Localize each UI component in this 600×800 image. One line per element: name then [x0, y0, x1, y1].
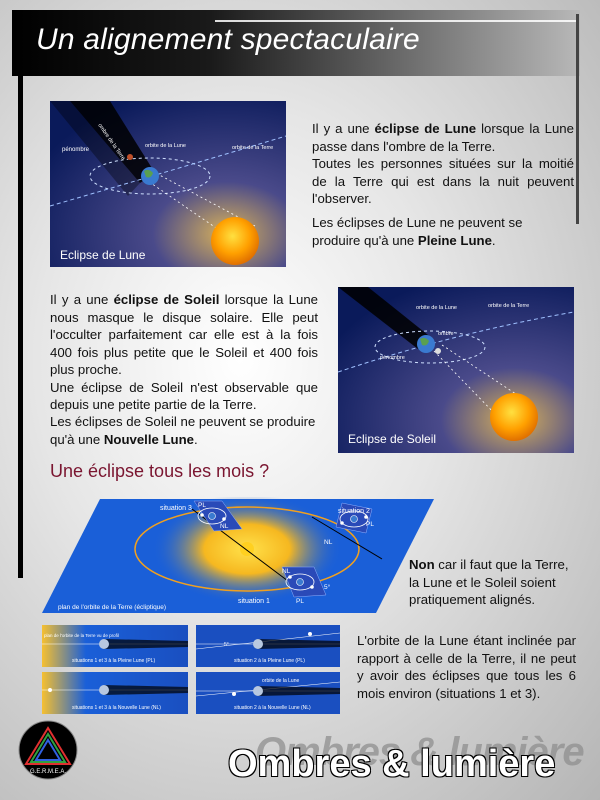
- strip-orbit-label: orbite de la Lune: [262, 678, 299, 684]
- pl-label-1: PL: [296, 598, 304, 605]
- solar-earth-orbit-label: orbite de la Terre: [488, 303, 529, 309]
- lunar-text-2: Toutes les personnes situées sur la moit…: [312, 156, 574, 206]
- solar-eclipse-image: orbite de la Lune orbite de la Terre omb…: [338, 287, 574, 453]
- angle-label: 5°: [324, 583, 331, 591]
- strip-caption-2: situation 2 à la Pleine Lune (PL): [234, 658, 305, 664]
- lunar-caption: Eclipse de Lune: [60, 248, 146, 262]
- earth-orbit-label: orbite de la Terre: [232, 145, 273, 151]
- footer-title: Ombres & lumière: [227, 742, 556, 786]
- solar-text-2: Une éclipse de Soleil n'est observable q…: [50, 379, 318, 413]
- situation1-label: situation 1: [238, 598, 270, 605]
- solar-moon-orbit-label: orbite de la Lune: [416, 305, 457, 311]
- title-underline: [215, 20, 578, 22]
- pl-label-2: PL: [366, 521, 374, 528]
- strip-plane-label: plan de l'orbite de la Terre vu de profi…: [44, 633, 119, 638]
- solar-umbra-label: ombre: [438, 331, 454, 337]
- solar-text-3c: .: [194, 431, 198, 447]
- explanation-text: L'orbite de la Lune étant inclinée par r…: [357, 632, 576, 702]
- lunar-text-1a: Il y a une: [312, 121, 375, 136]
- strip-pl-2: 5° situation 2 à la Pleine Lune (PL): [196, 625, 340, 667]
- strip-nl-2: orbite de la Lune situation 2 à la Nouve…: [196, 672, 340, 714]
- strip-pl-1-3: plan de l'orbite de la Terre vu de profi…: [42, 625, 188, 667]
- solar-condition: Les éclipses de Soleil ne peuvent se pro…: [50, 413, 318, 448]
- lunar-term: éclipse de Lune: [374, 121, 477, 136]
- germea-logo: G.E.R.M.E.A.: [18, 720, 78, 780]
- strip-caption-4: situation 2 à la Nouvelle Lune (NL): [234, 705, 311, 711]
- moon-orbit-label: orbite de la Lune: [145, 143, 186, 149]
- solar-text-3a: Les éclipses de Soleil ne peuvent se pro…: [50, 414, 316, 447]
- new-moon-term: Nouvelle Lune: [103, 431, 194, 447]
- left-border: [18, 76, 23, 578]
- footer-shadow-text: Ombres & lumière: [255, 730, 585, 774]
- answer-rest: car il faut que la Terre, la Lune et le …: [409, 557, 569, 607]
- nl-label-2: NL: [324, 539, 333, 546]
- answer-text: Non car il faut que la Terre, la Lune et…: [409, 556, 579, 609]
- answer-no: Non: [409, 557, 435, 572]
- solar-text-1a: Il y a une: [50, 292, 114, 307]
- strip-angle: 5°: [224, 642, 229, 648]
- solar-caption: Eclipse de Soleil: [348, 432, 436, 446]
- logo-text: G.E.R.M.E.A.: [30, 769, 66, 775]
- lunar-text-1c: lorsque la Lune passe dans l'ombre de la…: [312, 121, 574, 154]
- situation3-label: situation 3: [160, 505, 192, 512]
- right-border: [576, 14, 579, 224]
- situation2-label: situation 2: [338, 508, 370, 515]
- strip-caption-1: situations 1 et 3 à la Pleine Lune (PL): [72, 658, 155, 664]
- solar-term: éclipse de Soleil: [113, 292, 220, 307]
- nl-label-3: NL: [220, 523, 229, 530]
- pl-label-3: PL: [198, 502, 206, 509]
- strip-caption-3: situations 1 et 3 à la Nouvelle Lune (NL…: [72, 705, 161, 711]
- plane-label: plan de l'orbite de la Terre (écliptique…: [58, 604, 166, 611]
- full-moon-term: Pleine Lune: [417, 232, 492, 248]
- section-heading: Une éclipse tous les mois ?: [50, 461, 270, 481]
- strip-nl-1-3: situations 1 et 3 à la Nouvelle Lune (NL…: [42, 672, 188, 714]
- lunar-text-3a: Les éclipses de Lune ne peuvent se produ…: [312, 215, 523, 248]
- solar-text-1c: lorsque la Lune nous masque le disque so…: [50, 292, 318, 377]
- lunar-condition: Les éclipses de Lune ne peuvent se produ…: [312, 214, 574, 249]
- explanation: L'orbite de la Lune étant inclinée par r…: [357, 633, 576, 701]
- solar-text: Il y a une éclipse de Soleil lorsque la …: [50, 291, 318, 414]
- penumbra-label: pénombre: [62, 147, 90, 153]
- ecliptic-plane-diagram: situation 3 situation 2 situation 1 PL N…: [42, 497, 434, 615]
- lunar-text-3c: .: [491, 232, 496, 248]
- page-title: Un alignement spectaculaire: [36, 23, 420, 56]
- nl-label-1: NL: [282, 568, 291, 575]
- lunar-text: Il y a une éclipse de Lune lorsque la Lu…: [312, 120, 574, 208]
- solar-penumbra-label: pénombre: [380, 355, 405, 361]
- lunar-eclipse-image: pénombre ombre de la Terre orbite de la …: [50, 101, 286, 267]
